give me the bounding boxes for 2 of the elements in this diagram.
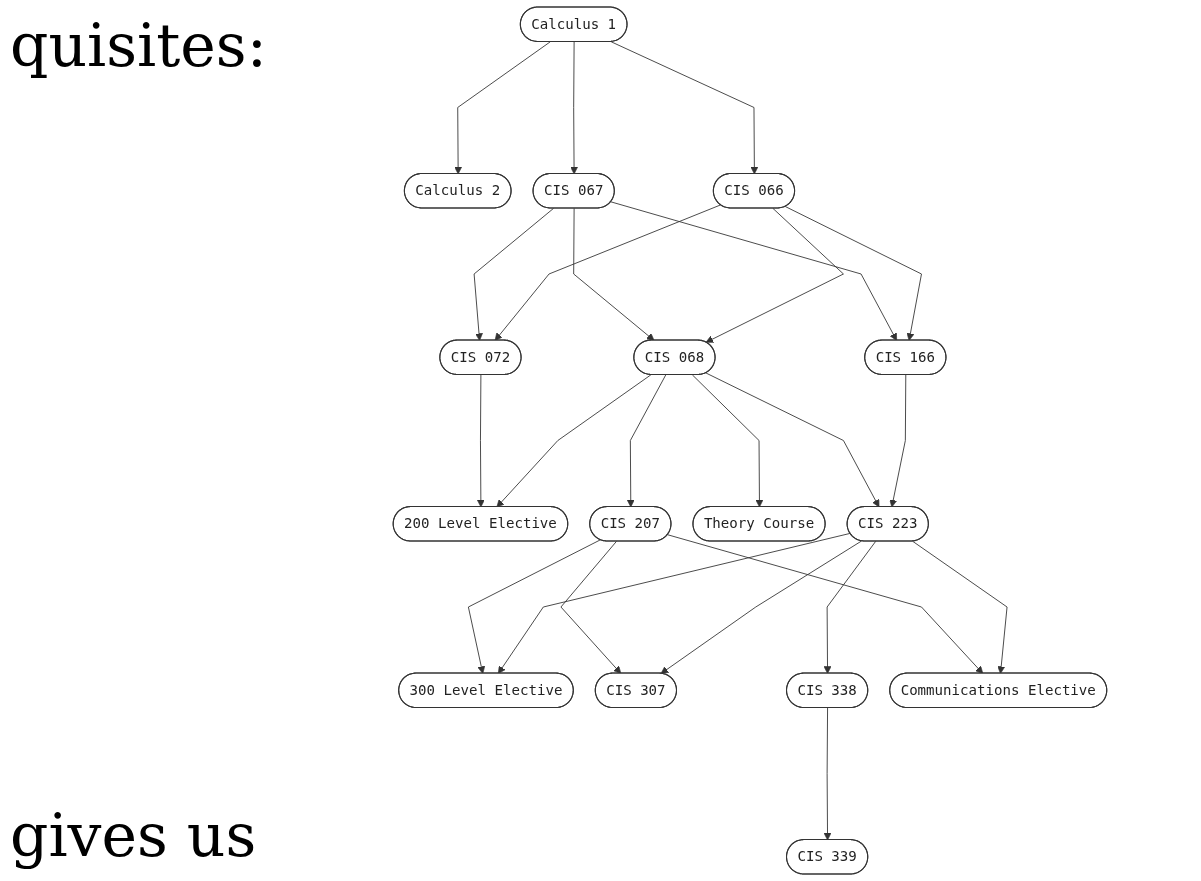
slide-text: quisites: — [10, 10, 267, 80]
slide-text: gives us — [10, 800, 257, 870]
